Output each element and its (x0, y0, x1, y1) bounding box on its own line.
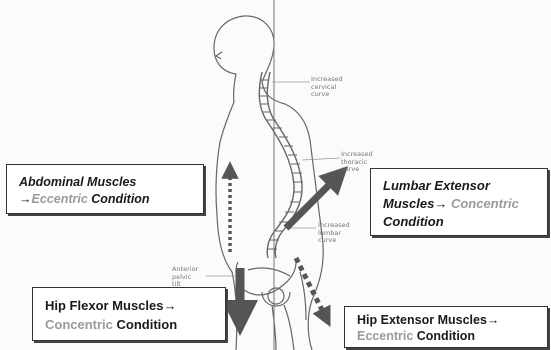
lumbar-state-line: Muscles→ Concentric (383, 195, 547, 213)
abdominal-state-line: →Eccentric Condition (19, 191, 203, 208)
annotation-line: curve (318, 237, 350, 245)
annotation-line: curve (311, 91, 343, 99)
arrow-glyph: → (19, 192, 32, 206)
pelvis (236, 262, 306, 350)
annotation-leaders (206, 82, 340, 276)
hip-extensor-title-line: Hip Extensor Muscles→ (357, 312, 547, 328)
hip-flexor-label: Hip Flexor Muscles→ Concentric Condition (32, 287, 226, 341)
lumbar-extensor-label: Lumbar Extensor Muscles→ Concentric Cond… (370, 168, 548, 236)
arrow-glyph: → (163, 298, 176, 313)
hip-extensor-arrow (296, 258, 326, 318)
hip-flexor-title-line: Hip Flexor Muscles→ (45, 296, 225, 315)
abdominal-state: Eccentric (32, 192, 88, 206)
lumbar-title: Lumbar Extensor (383, 177, 547, 195)
spine (259, 72, 303, 258)
hip-flexor-title: Hip Flexor Muscles (45, 298, 163, 313)
arrow-glyph: → (487, 313, 500, 327)
annotation-lumbar: Increased lumbar curve (318, 222, 350, 245)
condition-text: Condition (413, 329, 475, 343)
annotation-thoracic: Increased thoracic curve (341, 151, 373, 174)
annotation-pelvic: Anterior pelvic tilt (172, 266, 198, 289)
abdominal-title: Abdominal Muscles (19, 174, 203, 191)
lumbar-title-2: Muscles (383, 196, 434, 211)
hip-flexor-state-line: Concentric Condition (45, 315, 225, 334)
arrow-glyph: → (434, 196, 451, 211)
hip-extensor-state: Eccentric (357, 329, 413, 343)
annotation-cervical: Increased cervical curve (311, 76, 343, 99)
condition-text: Condition (383, 213, 547, 231)
lumbar-state: Concentric (451, 196, 519, 211)
hip-extensor-title: Hip Extensor Muscles (357, 313, 487, 327)
abdominal-muscles-label: Abdominal Muscles →Eccentric Condition (6, 164, 204, 214)
hip-extensor-state-line: Eccentric Condition (357, 328, 547, 344)
condition-text: Condition (88, 192, 150, 206)
hip-flexor-state: Concentric (45, 317, 113, 332)
hip-extensor-label: Hip Extensor Muscles→ Eccentric Conditio… (344, 306, 548, 348)
annotation-line: curve (341, 166, 373, 174)
condition-text: Condition (113, 317, 177, 332)
